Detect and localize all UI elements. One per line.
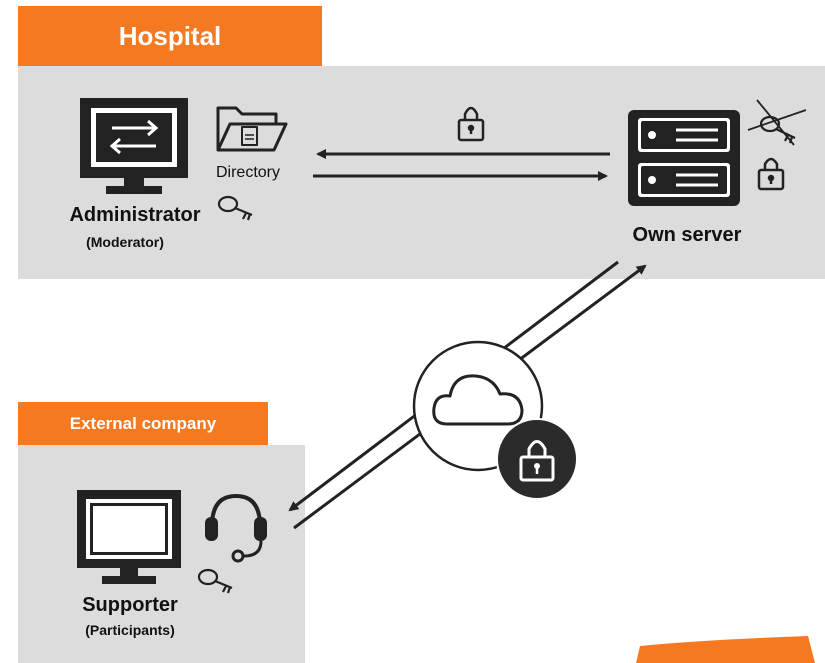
folder-document-icon: [216, 106, 288, 152]
supporter-label: Supporter: [82, 594, 178, 616]
administrator-monitor-icon: [80, 98, 188, 194]
server-lock-icon: [757, 157, 785, 191]
hospital-tab: Hospital: [18, 6, 322, 66]
crossed-key-icon: [747, 99, 807, 146]
supporter-sublabel: (Participants): [85, 622, 175, 638]
supporter-key-icon: [197, 568, 233, 594]
secure-lock-icon: [496, 418, 578, 500]
external-title: External company: [69, 413, 217, 433]
server-label: Own server: [632, 224, 742, 246]
transfer-lock-icon: [457, 106, 485, 142]
external-tab: External company: [18, 402, 268, 445]
headset-icon: [205, 493, 267, 563]
administrator-sublabel: (Moderator): [86, 234, 164, 250]
supporter-monitor-icon: [77, 490, 181, 584]
administrator-label: Administrator: [69, 204, 201, 226]
administrator-key-icon: [217, 195, 253, 221]
hospital-title: Hospital: [118, 20, 222, 51]
directory-label: Directory: [215, 164, 280, 181]
server-icon: [628, 110, 740, 206]
